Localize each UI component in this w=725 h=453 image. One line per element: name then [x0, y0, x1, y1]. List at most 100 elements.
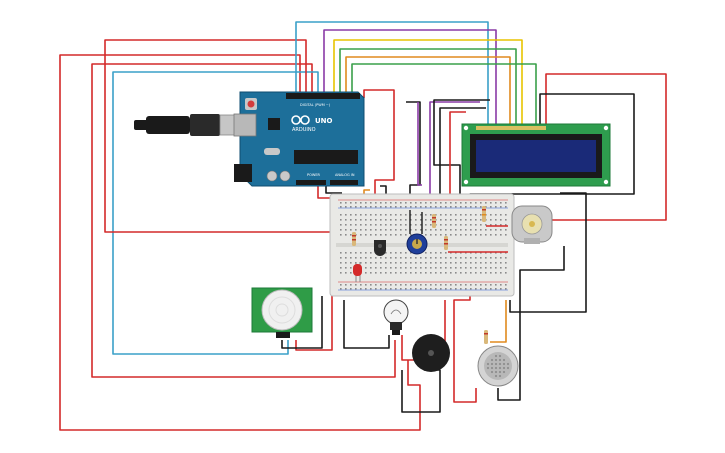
breadboard-hole — [365, 262, 367, 264]
capacitor-1 — [266, 170, 278, 182]
breadboard-hole — [380, 272, 382, 274]
breadboard-hole — [350, 267, 352, 269]
breadboard-hole — [365, 202, 367, 204]
breadboard-hole — [370, 288, 372, 290]
breadboard-hole — [445, 224, 447, 226]
breadboard-hole — [440, 288, 442, 290]
breadboard-hole — [420, 284, 422, 286]
mesh-dot — [498, 354, 502, 358]
breadboard-hole — [465, 219, 467, 221]
breadboard-hole — [475, 257, 477, 259]
breadboard-hole — [435, 206, 437, 208]
breadboard-hole — [425, 224, 427, 226]
breadboard-hole — [505, 214, 507, 216]
breadboard-hole — [370, 257, 372, 259]
breadboard-hole — [395, 206, 397, 208]
breadboard-hole — [390, 272, 392, 274]
breadboard-hole — [440, 224, 442, 226]
breadboard-hole — [475, 262, 477, 264]
breadboard-hole — [365, 288, 367, 290]
breadboard-hole — [410, 284, 412, 286]
breadboard-hole — [405, 272, 407, 274]
breadboard-hole — [390, 229, 392, 231]
breadboard-hole — [350, 219, 352, 221]
breadboard-hole — [370, 202, 372, 204]
breadboard-hole — [415, 214, 417, 216]
breadboard-hole — [475, 272, 477, 274]
breadboard-hole — [390, 257, 392, 259]
mesh-dot — [502, 366, 506, 370]
breadboard-hole — [375, 272, 377, 274]
breadboard-hole — [405, 234, 407, 236]
breadboard-hole — [340, 224, 342, 226]
breadboard-hole — [500, 267, 502, 269]
breadboard-hole — [355, 214, 357, 216]
breadboard-hole — [470, 229, 472, 231]
breadboard-hole — [400, 219, 402, 221]
power-jack — [234, 164, 252, 182]
breadboard-hole — [355, 219, 357, 221]
lcd-hole-3 — [463, 179, 469, 185]
breadboard-hole — [390, 262, 392, 264]
breadboard-hole — [455, 284, 457, 286]
breadboard-hole — [480, 202, 482, 204]
breadboard-hole — [495, 288, 497, 290]
mesh-dot — [494, 374, 498, 378]
crystal — [264, 148, 280, 155]
breadboard-hole — [400, 284, 402, 286]
lcd-hole-4 — [603, 179, 609, 185]
breadboard-hole — [410, 288, 412, 290]
breadboard-hole — [415, 219, 417, 221]
breadboard-hole — [385, 219, 387, 221]
breadboard-hole — [395, 234, 397, 236]
breadboard-hole — [500, 214, 502, 216]
mesh-dot — [494, 362, 498, 366]
breadboard-hole — [415, 267, 417, 269]
breadboard-hole — [485, 202, 487, 204]
arduino-model-text: UNO — [315, 117, 333, 125]
breadboard-hole — [485, 252, 487, 254]
breadboard-hole — [405, 214, 407, 216]
breadboard-hole — [460, 234, 462, 236]
mesh-dot — [486, 362, 490, 366]
breadboard-hole — [455, 262, 457, 264]
breadboard-hole — [425, 284, 427, 286]
breadboard-hole — [385, 284, 387, 286]
breadboard-hole — [405, 257, 407, 259]
breadboard-hole — [500, 229, 502, 231]
breadboard-hole — [360, 219, 362, 221]
breadboard-hole — [435, 252, 437, 254]
breadboard-hole — [340, 252, 342, 254]
breadboard-hole — [450, 206, 452, 208]
breadboard-hole — [400, 252, 402, 254]
breadboard-hole — [395, 288, 397, 290]
breadboard-hole — [340, 257, 342, 259]
breadboard-hole — [355, 288, 357, 290]
breadboard-hole — [480, 214, 482, 216]
breadboard-hole — [380, 206, 382, 208]
breadboard-hole — [350, 252, 352, 254]
breadboard-hole — [390, 219, 392, 221]
breadboard-hole — [370, 272, 372, 274]
breadboard-hole — [420, 257, 422, 259]
resistor-2 — [432, 214, 436, 228]
wire-blue-loop — [112, 71, 319, 355]
breadboard-hole — [460, 206, 462, 208]
breadboard-hole — [500, 284, 502, 286]
breadboard-hole — [420, 214, 422, 216]
breadboard-hole — [405, 288, 407, 290]
breadboard-hole — [430, 206, 432, 208]
breadboard-hole — [420, 202, 422, 204]
breadboard-hole — [470, 219, 472, 221]
breadboard-hole — [375, 206, 377, 208]
breadboard-hole — [445, 257, 447, 259]
breadboard-hole — [495, 252, 497, 254]
breadboard-hole — [480, 229, 482, 231]
breadboard-hole — [380, 202, 382, 204]
breadboard-hole — [390, 267, 392, 269]
breadboard-hole — [465, 288, 467, 290]
breadboard-hole — [505, 229, 507, 231]
breadboard-hole — [395, 202, 397, 204]
breadboard-hole — [365, 252, 367, 254]
breadboard-hole — [345, 252, 347, 254]
